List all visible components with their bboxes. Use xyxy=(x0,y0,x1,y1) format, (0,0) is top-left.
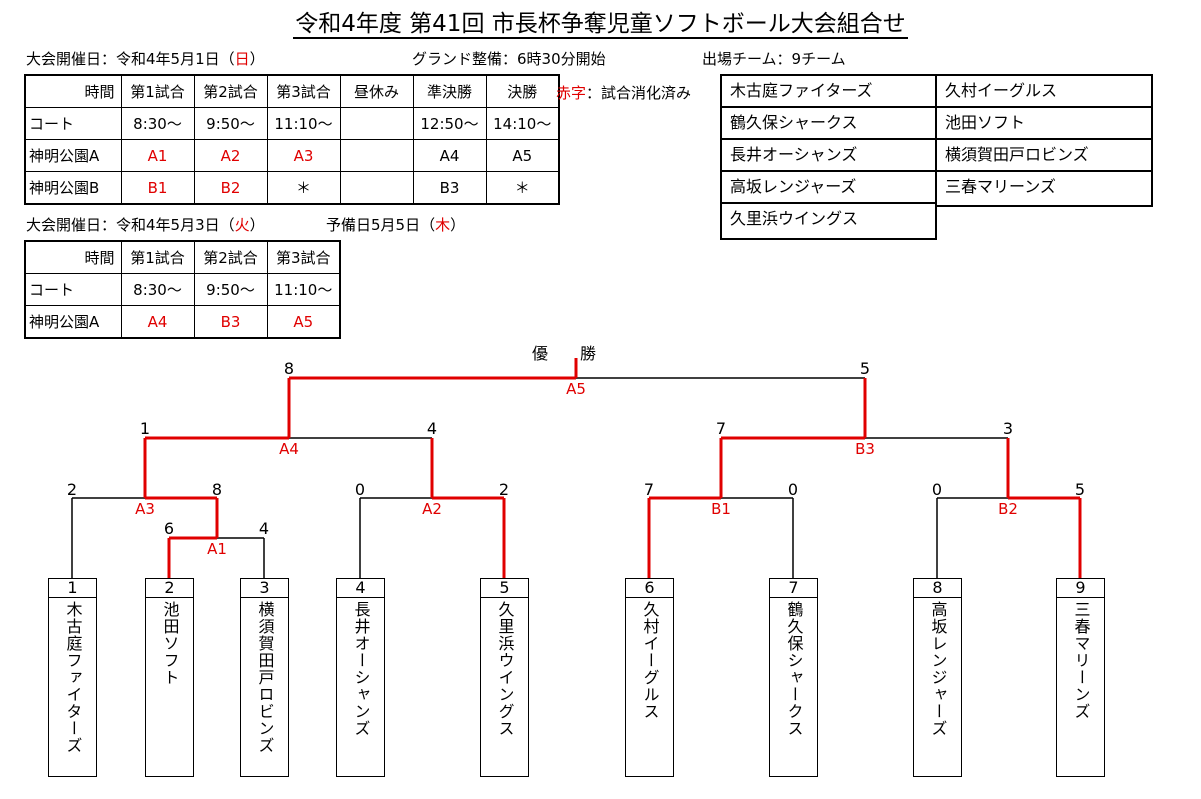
team-number: 3 xyxy=(241,579,288,598)
table-cell xyxy=(339,139,414,172)
score: 4 xyxy=(258,519,270,538)
team-name: 久里浜ウイングス xyxy=(495,601,515,737)
team-number: 6 xyxy=(626,579,673,598)
team-name: 高坂レンジャーズ xyxy=(928,601,948,737)
table-cell: A3 xyxy=(266,139,341,172)
score: 5 xyxy=(859,359,871,378)
table-cell: ＊ xyxy=(485,171,560,205)
score: 8 xyxy=(211,480,223,499)
table-cell: 8:30～ xyxy=(120,273,195,306)
champion-label: 優 勝 xyxy=(532,344,597,363)
score: 6 xyxy=(163,519,175,538)
team-number: 8 xyxy=(914,579,961,598)
table-cell: B3 xyxy=(193,305,268,339)
team-list-item: 久里浜ウイングス xyxy=(720,202,937,240)
team-number: 5 xyxy=(481,579,528,598)
table-cell: コート xyxy=(24,273,122,306)
team-number: 4 xyxy=(337,579,384,598)
table-cell: 準決勝 xyxy=(412,74,487,108)
score: 4 xyxy=(426,419,438,438)
team-name: 木古庭ファイターズ xyxy=(63,601,83,754)
score: 0 xyxy=(354,480,366,499)
team-name: 池田ソフト xyxy=(160,601,180,686)
table-row: 時間 第1試合 第2試合 第3試合 xyxy=(24,240,341,274)
table-cell: 第3試合 xyxy=(266,240,341,274)
table-row: 神明公園B B1 B2 ＊ B3 ＊ xyxy=(24,171,560,205)
table-row: 神明公園A A1 A2 A3 A4 A5 xyxy=(24,139,560,172)
team-number: 7 xyxy=(770,579,817,598)
team-name: 鶴久保シャークス xyxy=(784,601,804,737)
table-cell: コート xyxy=(24,107,122,140)
team-box: 3 横須賀田戸ロビンズ xyxy=(240,578,289,777)
table-cell xyxy=(339,171,414,205)
table-cell: 神明公園A xyxy=(24,139,122,172)
score: 2 xyxy=(66,480,78,499)
event-date-1: 大会開催日：令和4年5月1日（日） xyxy=(26,50,265,68)
match-label-a1: A1 xyxy=(207,540,227,558)
team-box: 8 高坂レンジャーズ xyxy=(913,578,962,777)
score: 0 xyxy=(787,480,799,499)
table-cell: 神明公園A xyxy=(24,305,122,339)
table-cell: 9:50～ xyxy=(193,107,268,140)
table-cell: 神明公園B xyxy=(24,171,122,205)
team-number: 2 xyxy=(146,579,193,598)
match-label-b1: B1 xyxy=(711,500,731,518)
team-number: 9 xyxy=(1057,579,1104,598)
table-cell: B2 xyxy=(193,171,268,205)
legend-note: 赤字：試合消化済み xyxy=(556,84,692,102)
team-box: 1 木古庭ファイターズ xyxy=(48,578,97,777)
team-box: 2 池田ソフト xyxy=(145,578,194,777)
team-box: 6 久村イーグルス xyxy=(625,578,674,777)
score: 7 xyxy=(643,480,655,499)
page-title: 令和4年度 第41回 市長杯争奪児童ソフトボール大会組合せ xyxy=(293,11,908,39)
table-cell: A2 xyxy=(193,139,268,172)
match-label-b2: B2 xyxy=(998,500,1018,518)
table-cell: 11:10～ xyxy=(266,273,341,306)
table-cell xyxy=(339,107,414,140)
match-label-a4: A4 xyxy=(279,440,299,458)
score: 8 xyxy=(283,359,295,378)
match-label-a3: A3 xyxy=(135,500,155,518)
team-list-item: 三春マリーンズ xyxy=(935,170,1153,207)
score: 7 xyxy=(715,419,727,438)
schedule-table-day2: 時間 第1試合 第2試合 第3試合 コート 8:30～ 9:50～ 11:10～… xyxy=(24,240,341,339)
team-box: 4 長井オーシャンズ xyxy=(336,578,385,777)
table-row: 神明公園A A4 B3 A5 xyxy=(24,305,341,339)
match-label-a2: A2 xyxy=(422,500,442,518)
team-box: 9 三春マリーンズ xyxy=(1056,578,1105,777)
table-cell: 昼休み xyxy=(339,74,414,108)
table-row: コート 8:30～ 9:50～ 11:10～ xyxy=(24,273,341,306)
team-box: 5 久里浜ウイングス xyxy=(480,578,529,777)
match-label-b3: B3 xyxy=(855,440,875,458)
table-cell: 時間 xyxy=(24,74,122,108)
schedule-table-day1: 時間 第1試合 第2試合 第3試合 昼休み 準決勝 決勝 コート 8:30～ 9… xyxy=(24,74,560,205)
team-count: 出場チーム：9チーム xyxy=(702,50,846,68)
team-number: 1 xyxy=(49,579,96,598)
table-cell: 12:50～ xyxy=(412,107,487,140)
table-cell: 第2試合 xyxy=(193,74,268,108)
table-cell: A4 xyxy=(120,305,195,339)
team-box: 7 鶴久保シャークス xyxy=(769,578,818,777)
score: 2 xyxy=(498,480,510,499)
team-name: 三春マリーンズ xyxy=(1071,601,1091,720)
table-cell: A1 xyxy=(120,139,195,172)
event-date-2: 大会開催日：令和4年5月3日（火） xyxy=(26,216,265,234)
score: 3 xyxy=(1002,419,1014,438)
table-cell: 第1試合 xyxy=(120,240,195,274)
table-row: 時間 第1試合 第2試合 第3試合 昼休み 準決勝 決勝 xyxy=(24,74,560,108)
score: 5 xyxy=(1074,480,1086,499)
table-cell: A5 xyxy=(266,305,341,339)
table-cell: A5 xyxy=(485,139,560,172)
match-label-a5: A5 xyxy=(566,380,586,398)
team-name: 横須賀田戸ロビンズ xyxy=(255,601,275,754)
table-cell: 14:10～ xyxy=(485,107,560,140)
team-name: 久村イーグルス xyxy=(640,601,660,720)
reserve-date: 予備日5月5日（木） xyxy=(326,216,466,234)
score: 0 xyxy=(931,480,943,499)
ground-prep: グランド整備：6時30分開始 xyxy=(412,50,606,68)
table-cell: B3 xyxy=(412,171,487,205)
team-name: 長井オーシャンズ xyxy=(351,601,371,737)
score: 1 xyxy=(139,419,151,438)
